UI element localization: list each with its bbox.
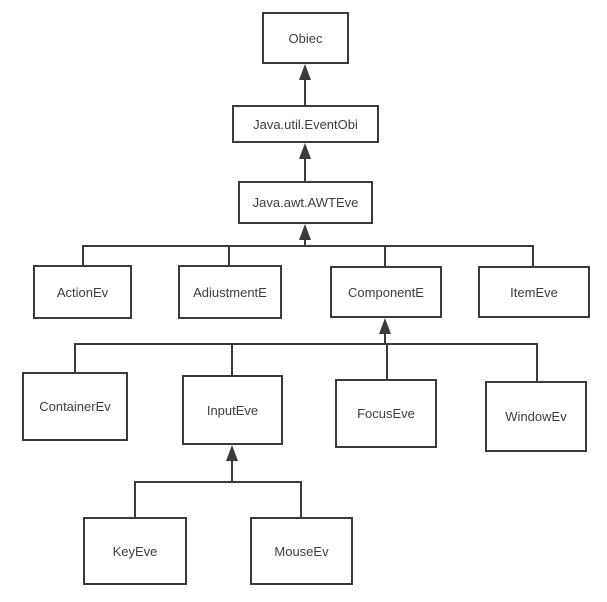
connector-componentevent-children-rail [74,343,538,381]
node-item-event: ItemEve [478,266,590,318]
node-key-event: KeyEve [83,517,187,585]
arrowhead-to-eventobject [299,143,311,159]
connector-awtevent-children-rail [82,245,534,266]
node-object: Obiec [262,12,349,64]
node-action-event: ActionEv [33,265,132,319]
arrowhead-to-object [299,64,311,80]
arrowhead-to-inputevent [226,445,238,461]
node-window-event: WindowEv [485,381,587,452]
connector-inputevent-children-rail [134,481,302,517]
node-event-object: Java.util.EventObi [232,105,379,143]
node-focus-event: FocusEve [335,379,437,448]
node-mouse-event: MouseEv [250,517,353,585]
node-adjustment-event: AdiustmentE [178,265,282,319]
arrowhead-to-awtevent [299,224,311,240]
node-component-event: ComponentE [330,266,442,318]
arrowhead-to-componentevent [379,318,391,334]
node-container-event: ContainerEv [22,372,128,441]
node-awt-event: Java.awt.AWTEve [238,181,373,224]
node-input-event: InputEve [182,375,283,445]
